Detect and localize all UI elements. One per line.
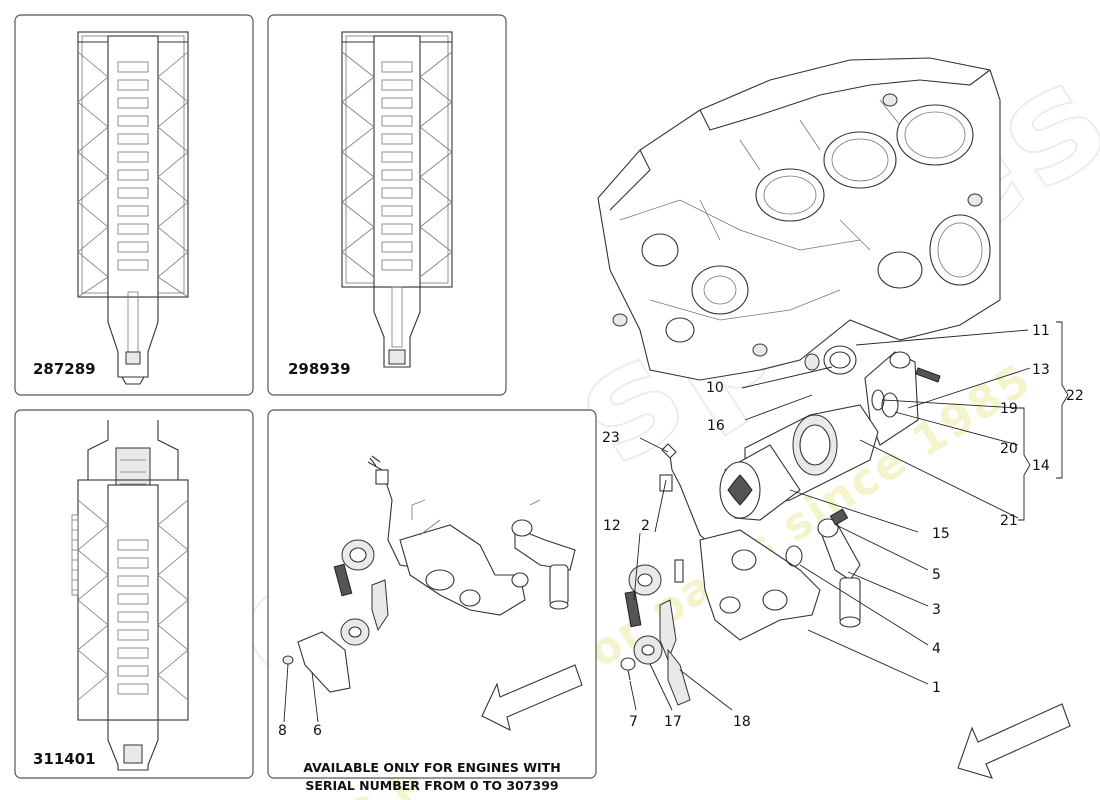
callout-13: 13 <box>1032 362 1050 378</box>
engine-block <box>597 57 1001 381</box>
callout-14: 14 <box>1032 458 1050 474</box>
main-exploded-view: 11 10 13 22 19 16 23 20 14 21 12 2 15 5 … <box>597 57 1084 730</box>
filter-cartridge-drawing <box>77 31 189 385</box>
panel-serial: 311401 <box>33 750 96 768</box>
leader-lines <box>629 329 1031 711</box>
callout-19: 19 <box>1000 401 1018 417</box>
panel-serial: 298939 <box>288 360 351 378</box>
availability-caption-line1: AVAILABLE ONLY FOR ENGINES WITH <box>303 760 560 775</box>
pump-variant-panel: 8 6 AVAILABLE ONLY FOR ENGINES WITH SERI… <box>267 409 597 793</box>
availability-caption-line2: SERIAL NUMBER FROM 0 TO 307399 <box>305 778 558 793</box>
filter-cartridge-drawing <box>71 420 189 771</box>
callout-12: 12 <box>603 518 621 534</box>
callout-22: 22 <box>1066 388 1084 404</box>
callout-16: 16 <box>707 418 725 434</box>
pump-assembly-drawing <box>282 455 576 693</box>
callout-5: 5 <box>932 567 941 583</box>
callout-3: 3 <box>932 602 941 618</box>
callout-6: 6 <box>313 723 322 739</box>
filter-cartridge-drawing <box>341 31 453 368</box>
group-bracket-inner <box>1018 407 1031 521</box>
callout-8: 8 <box>278 723 287 739</box>
center-tube-slots <box>381 61 413 271</box>
callout-10: 10 <box>706 380 724 396</box>
callout-21: 21 <box>1000 513 1018 529</box>
callout-4: 4 <box>932 641 941 657</box>
filter-panel-298939: 298939 <box>267 14 507 396</box>
callout-2: 2 <box>641 518 650 534</box>
panel-serial: 287289 <box>33 360 96 378</box>
oil-filter-assembly <box>719 345 941 521</box>
callout-7: 7 <box>629 714 638 730</box>
callout-20: 20 <box>1000 441 1018 457</box>
callout-11: 11 <box>1032 323 1050 339</box>
center-tube-slots <box>117 539 149 695</box>
direction-arrow-icon <box>957 703 1071 779</box>
group-bracket-outer <box>1056 321 1069 479</box>
direction-arrow-icon <box>481 664 583 732</box>
callout-23: 23 <box>602 430 620 446</box>
callout-18: 18 <box>733 714 751 730</box>
center-tube-slots <box>117 61 149 271</box>
filter-panel-311401: 311401 <box>14 409 254 779</box>
filter-panel-287289: 287289 <box>14 14 254 396</box>
callout-17: 17 <box>664 714 682 730</box>
oil-pump-assembly <box>620 443 861 706</box>
callout-1: 1 <box>932 680 941 696</box>
callout-15: 15 <box>932 526 950 542</box>
